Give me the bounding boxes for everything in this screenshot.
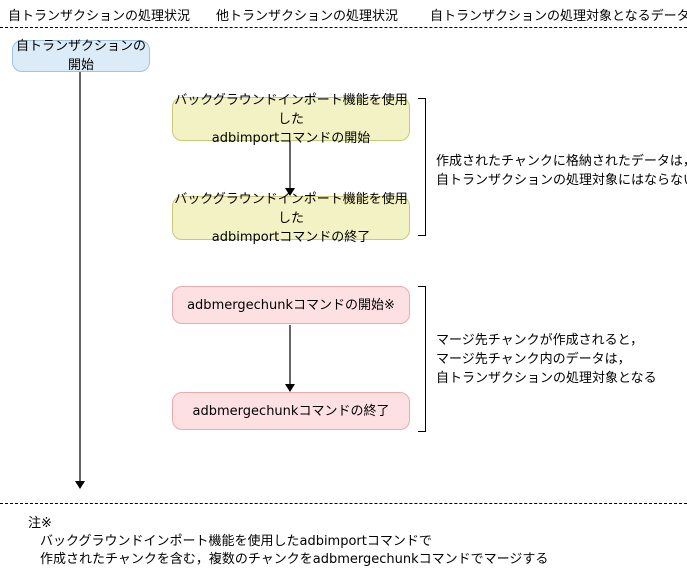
merge-explanation-line3: 自トランザクションの処理対象となる [436,371,657,386]
merge-start-box: adbmergechunkコマンドの開始※ [172,286,410,324]
merge-explanation: マージ先チャンクが作成されると， マージ先チャンク内のデータは， 自トランザクシ… [436,331,657,388]
note-line2: 作成されたチャンクを含む，複数のチャンクをadbmergechunkコマンドでマ… [40,552,549,567]
import-start-line2: adbimportコマンドの開始 [211,130,371,146]
header-target-data: 自トランザクションの処理対象となるデータ [430,9,687,24]
merge-end-label: adbmergechunkコマンドの終了 [192,403,390,419]
transaction-start-label: 自トランザクションの開始 [15,39,146,73]
note-line1: バックグラウンドインポート機能を使用したadbimportコマンドで [40,534,432,549]
merge-explanation-line1: マージ先チャンクが作成されると， [436,333,644,348]
import-end-box: バックグラウンドインポート機能を使用した adbimportコマンドの終了 [172,192,410,245]
import-explanation-line1: 作成されたチャンクに格納されたデータは， [436,154,687,169]
import-start-line1: バックグラウンドインポート機能を使用した [174,92,408,127]
merge-end-box: adbmergechunkコマンドの終了 [172,392,410,430]
transaction-start-box: 自トランザクションの開始 [12,39,150,73]
header-own-transaction: 自トランザクションの処理状況 [8,9,191,24]
header-other-transaction: 他トランザクションの処理状況 [216,9,399,24]
import-explanation: 作成されたチャンクに格納されたデータは， 自トランザクションの処理対象にはならな… [436,152,687,190]
footer-divider [0,503,687,504]
header-divider [0,27,687,28]
merge-explanation-line2: マージ先チャンク内のデータは， [436,352,631,367]
merge-start-label: adbmergechunkコマンドの開始※ [187,297,395,313]
import-start-box: バックグラウンドインポート機能を使用した adbimportコマンドの開始 [172,93,410,146]
import-end-line1: バックグラウンドインポート機能を使用した [174,191,408,226]
import-end-line2: adbimportコマンドの終了 [211,229,371,245]
merge-bracket [418,286,426,432]
import-explanation-line2: 自トランザクションの処理対象にはならない [436,173,687,188]
import-bracket [418,98,426,236]
note-title: 注※ [28,516,52,531]
